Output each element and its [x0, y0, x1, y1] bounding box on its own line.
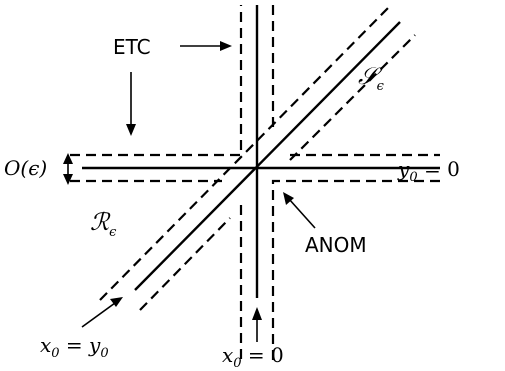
dashed-boundary-lower-right	[271, 179, 440, 365]
dashed-boundary-upper-left	[70, 5, 243, 157]
anom-arrow-head	[283, 192, 294, 205]
r-eps-main: ℛ	[90, 208, 111, 236]
y0-label: y0 = 0	[397, 157, 460, 185]
o-eps-arrow-down-head	[63, 174, 73, 185]
dashed-diagonal-upper	[99, 7, 389, 301]
x0-main: x	[222, 343, 233, 367]
diag-eq: = y	[60, 333, 101, 357]
x0-sub: 0	[233, 356, 241, 371]
y0-sub: 0	[409, 170, 417, 185]
o-eps-label: O(ϵ)	[4, 156, 47, 180]
anom-label: ANOM	[305, 233, 367, 257]
s-eps-sub: ϵ	[377, 79, 385, 94]
y0-rest: = 0	[418, 157, 460, 181]
o-eps-arrow-up-head	[63, 153, 73, 164]
diag-x: x	[40, 333, 51, 357]
s-eps-label: 𝒮ϵ	[358, 62, 385, 94]
etc-arrow-down-head	[126, 124, 136, 136]
y0-main: y	[397, 157, 410, 181]
diag-y-sub: 0	[100, 346, 108, 361]
diag-x-sub: 0	[51, 346, 59, 361]
x0-label: x0 = 0	[222, 343, 284, 371]
diag-label: x0 = y0	[40, 333, 109, 361]
dashed-diagonal-lower-right	[289, 34, 416, 161]
etc-arrow-right-head	[220, 41, 232, 51]
anom-arrow	[288, 198, 316, 229]
dashed-diagonal-lower	[139, 217, 231, 311]
r-eps-sub: ϵ	[109, 225, 117, 240]
x0-rest: = 0	[242, 343, 284, 367]
diagonal-line	[134, 21, 401, 291]
x0-arrow-head	[252, 307, 262, 320]
diag-label-arrow-head	[110, 297, 123, 307]
etc-label: ETC	[113, 35, 151, 59]
diag-label-arrow	[81, 302, 116, 328]
r-eps-label: ℛϵ	[90, 208, 117, 240]
